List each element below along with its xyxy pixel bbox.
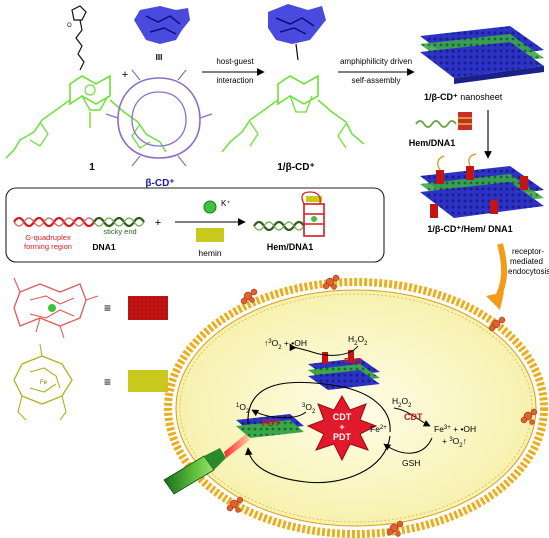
- endocytosis-text-2: mediated: [510, 257, 543, 266]
- pod-label: POD: [344, 356, 362, 366]
- box-plus-sign: +: [155, 217, 161, 229]
- h2o2-top-text: H2O2: [348, 334, 368, 347]
- laser-beam: [224, 434, 250, 458]
- svg-text:Fe: Fe: [40, 380, 48, 386]
- equivalence-sign-1: ≡: [104, 301, 111, 315]
- compound-1-structure: O: [5, 5, 167, 159]
- gsh-reduction-arrow: [383, 437, 433, 454]
- dna1-helix: [13, 216, 145, 228]
- pod-curve-arrow: [289, 343, 359, 356]
- porphyrin-k-structure: [13, 277, 99, 339]
- dna1-label: DNA1: [92, 242, 115, 252]
- nanosheet-graphic: [420, 26, 544, 84]
- beta-cd-label: β-CD⁺: [145, 178, 174, 189]
- k-ion-label: K⁺: [221, 199, 231, 208]
- gsh-label: GSH: [402, 458, 420, 468]
- svg-text:III: III: [156, 53, 163, 62]
- endocytosis-arrowhead: [486, 292, 504, 310]
- sticky-end-label: sticky end: [103, 227, 136, 236]
- endocytosis-text-1: receptor-: [512, 247, 544, 256]
- star-cdt-text: CDT: [333, 412, 352, 422]
- star-pdt-text: PDT: [333, 432, 352, 442]
- hemin-square: [196, 228, 224, 242]
- svg-text:O: O: [67, 23, 72, 29]
- endocytosis-arrow: [493, 243, 508, 302]
- pdt-cycle-lower: [244, 435, 391, 484]
- k-ion-icon: [203, 200, 217, 214]
- hemin-structure: Fe: [13, 343, 73, 421]
- h2o2-mid-text: H2O2: [392, 396, 412, 409]
- beta-cd-structure: III: [105, 6, 213, 167]
- pdt-arrow: [251, 409, 307, 419]
- hem-dna1-box-graphic: [253, 191, 325, 237]
- endocytosis-text-3: endocytosis: [508, 267, 549, 276]
- pdt-cycle-upper: [247, 381, 391, 433]
- laser-pen: [163, 434, 250, 495]
- hemin-yellow-block: [128, 370, 168, 392]
- compound-1-label: 1: [89, 162, 95, 173]
- cdt-pdt-star: [306, 394, 378, 462]
- hemin-label: hemin: [198, 248, 221, 258]
- self-assembly-text: self-assembly: [352, 76, 401, 85]
- complex-structure: [221, 4, 365, 153]
- g-quadruplex-red-block: [128, 296, 168, 320]
- amphiphilicity-text: amphiphilicity driven: [340, 57, 412, 66]
- cdt-label: CDT: [404, 412, 423, 422]
- equivalence-sign-2: ≡: [104, 375, 111, 389]
- hem-dna-small-graphic: [415, 112, 472, 130]
- nanosheet-label: 1/β-CD⁺ nanosheet: [424, 92, 503, 102]
- fe3-oh-text: Fe3+ + •OH: [434, 424, 476, 434]
- host-guest-text-1: host-guest: [216, 57, 254, 66]
- hem-dna1-box-label: Hem/DNA1: [267, 242, 314, 252]
- final-nanosheet-graphic: [420, 153, 544, 218]
- cell-nanosheet-top: [308, 350, 380, 390]
- host-guest-text-2: interaction: [217, 76, 254, 85]
- star-plus-text: +: [339, 422, 344, 432]
- g-quadruplex-label-1: G-quadruplex: [25, 233, 71, 242]
- g-quadruplex-label-2: forming region: [24, 242, 72, 251]
- fe2-text: Fe2+: [370, 424, 387, 434]
- plus-sign: +: [122, 69, 128, 81]
- pdt-label: PDT: [262, 418, 281, 428]
- final-complex-label: 1/β-CD⁺/Hem/ DNA1: [427, 224, 512, 234]
- membrane-receptor-clusters: [226, 274, 538, 537]
- hem-dna-right-label: Hem/DNA1: [409, 138, 456, 148]
- complex-label: 1/β-CD⁺: [277, 162, 315, 173]
- h2o2-to-fe3-arrow: [393, 407, 431, 427]
- dna-assembly-box: [5, 187, 385, 263]
- cell-nanosheet-bottom: [236, 414, 304, 438]
